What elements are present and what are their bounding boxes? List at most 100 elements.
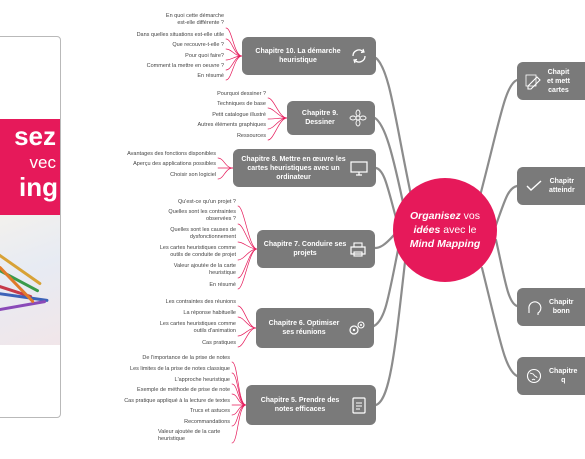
chapter-10-node[interactable]: Chapitre 10. La démarche heuristique: [242, 37, 376, 75]
chapter-10-leaf-2: Dans quelles situations est-elle utile: [136, 32, 224, 38]
chapter-7-title: Chapitre 7. Conduire ses projets: [263, 241, 347, 257]
branch-chapter-9: [373, 116, 407, 214]
chapter-6-link-4: [237, 327, 257, 348]
branch-right-3: [494, 238, 519, 308]
chapter-7-link-1: [237, 205, 258, 250]
chapter-9-link-5: [267, 117, 288, 141]
chapter-5-node[interactable]: Chapitre 5. Prendre des notes efficaces: [246, 385, 376, 425]
right-chapter-2-node[interactable]: Chapitr atteindr: [517, 167, 585, 205]
right-chapter-3-node[interactable]: Chapitr bonn: [517, 288, 585, 326]
branch-right-1: [478, 78, 519, 198]
chapter-9-link-1: [267, 97, 288, 119]
chapter-5-link-2: [231, 372, 247, 406]
chapter-8-link-1: [217, 157, 234, 169]
chapter-5-leaf-6: Trucs et astuces: [189, 408, 230, 414]
chapter-8-leaf-1: Avantages des fonctions disponibles: [127, 151, 216, 157]
right-chapter-1-node[interactable]: Chapit et mett cartes: [517, 62, 585, 100]
chapter-6-leaf-4: Cas pratiques: [202, 340, 236, 346]
cover-photo: [0, 215, 60, 345]
clipboard-icon: [348, 395, 370, 415]
chapter-8-leaf-2: Aperçu des applications possibles: [133, 161, 216, 167]
right-chapter-2-line1: Chapitr: [549, 178, 575, 185]
branch-chapter-7: [373, 233, 396, 250]
chapter-7-link-6: [237, 248, 258, 290]
right-chapter-4-line1: Chapitre: [549, 368, 578, 375]
head-icon: [523, 297, 545, 317]
right-chapter-2-line2: atteindr: [549, 187, 575, 194]
center-word-mind-mapping: Mind Mapping: [409, 238, 481, 250]
branch-right-2: [494, 184, 519, 227]
chapter-10-leaf-5: Comment la mettre en oeuvre ?: [146, 63, 224, 69]
chapter-9-leaf-4: Autres éléments graphiques: [197, 122, 266, 128]
right-chapter-1-line3: cartes: [548, 86, 569, 94]
branch-chapter-6: [372, 248, 400, 328]
chapter-5-leaf-5: Cas pratique appliqué à la lecture de te…: [124, 398, 230, 404]
cycle-icon: [348, 46, 370, 66]
chapter-8-title: Chapitre 8. Mettre en œuvre les cartes h…: [241, 155, 346, 181]
book-title-line3: ing: [19, 172, 58, 202]
chapter-5-leaf-7: Recommandations: [184, 419, 230, 425]
flower-icon: [347, 108, 369, 128]
chapter-10-leaf-6: En résumé: [197, 73, 224, 79]
printer-icon: [347, 239, 369, 259]
gears-icon: [346, 318, 368, 338]
check-icon: [523, 176, 545, 196]
right-chapter-1-line2: et mett: [547, 77, 570, 85]
book-cover: sez vec ing: [0, 36, 61, 418]
chapter-6-node[interactable]: Chapitre 6. Optimiser ses réunions: [256, 308, 374, 348]
branch-chapter-10: [374, 56, 414, 202]
chapter-6-link-2: [237, 316, 257, 329]
chapter-5-leaf-1: De l'importance de la prise de notes: [142, 355, 230, 361]
chapter-7-leaf-3: Quelles sont les causes de dysfonctionne…: [170, 227, 236, 240]
chapter-5-link-8: [231, 404, 247, 444]
chapter-10-leaf-3: Que recouvre-t-elle ?: [172, 42, 224, 48]
chapter-6-link-1: [237, 305, 257, 329]
chapter-7-link-3: [237, 241, 258, 250]
chapter-9-leaf-2: Techniques de base: [217, 101, 266, 107]
globe-icon: [523, 366, 545, 386]
chapter-9-node[interactable]: Chapitre 9. Dessiner: [287, 101, 375, 135]
chapter-10-leaf-4: Pour quoi faire?: [185, 53, 224, 59]
chapter-9-leaf-1: Pourquoi dessiner ?: [217, 91, 266, 97]
chapter-5-leaf-2: Les limites de la prise de notes classiq…: [130, 366, 230, 372]
chapter-6-leaf-1: Les contraintes des réunions: [165, 299, 236, 305]
right-chapter-4-node[interactable]: Chapitre q: [517, 357, 585, 395]
monitor-icon: [348, 158, 370, 178]
right-chapter-3-line2: bonn: [552, 308, 570, 315]
chapter-5-leaf-3: L'approche heuristique: [174, 377, 230, 383]
right-chapter-1-line1: Chapit: [547, 68, 570, 76]
chapter-6-leaf-3: Les cartes heuristiques comme outils d'a…: [159, 321, 236, 334]
chapter-9-leaf-5: Ressources: [236, 133, 266, 139]
center-word-avec-le: avec le: [440, 224, 477, 236]
chapter-10-link-6: [225, 55, 243, 81]
book-title-banner: sez vec ing: [0, 119, 60, 215]
chapter-9-title: Chapitre 9. Dessiner: [301, 110, 339, 126]
right-chapter-3-line1: Chapitr: [549, 299, 574, 306]
chapter-7-leaf-5: Valeur ajoutée de la carte heuristique: [173, 263, 236, 276]
chapter-5-title: Chapitre 5. Prendre des notes efficaces: [260, 397, 340, 413]
book-title-line2: vec: [29, 153, 56, 172]
chapter-5-leaf-8: Valeur ajoutée de la carte heuristique: [158, 429, 221, 442]
right-chapter-4-line2: q: [561, 377, 566, 384]
chapter-7-leaf-6: En résumé: [209, 282, 236, 288]
chapter-10-title: Chapitre 10. La démarche heuristique: [255, 48, 341, 64]
pencil-icon: [523, 71, 545, 91]
center-word-idees: idées: [413, 224, 441, 236]
chapter-7-node[interactable]: Chapitre 7. Conduire ses projets: [257, 230, 375, 268]
chapter-6-title: Chapitre 6. Optimiser ses réunions: [268, 320, 340, 336]
chapter-5-leaf-4: Exemple de méthode de prise de note: [137, 387, 230, 393]
branch-chapter-5: [374, 260, 407, 407]
center-word-organisez: Organisez: [409, 210, 461, 222]
book-title-line1: sez: [14, 121, 56, 151]
branch-right-4: [480, 266, 519, 378]
chapter-7-link-5: [237, 248, 258, 279]
central-topic: Organisez vos idées avec le Mind Mapping: [393, 178, 497, 282]
chapter-7-leaf-1: Qu'est-ce qu'un projet ?: [177, 199, 236, 205]
chapter-8-node[interactable]: Chapitre 8. Mettre en œuvre les cartes h…: [233, 149, 376, 187]
chapter-10-link-5: [225, 55, 243, 71]
center-word-vos: vos: [460, 210, 481, 222]
chapter-10-leaf-1: En quoi cette démarche est-elle différen…: [165, 13, 224, 26]
chapter-8-leaf-3: Choisir son logiciel: [170, 172, 216, 178]
